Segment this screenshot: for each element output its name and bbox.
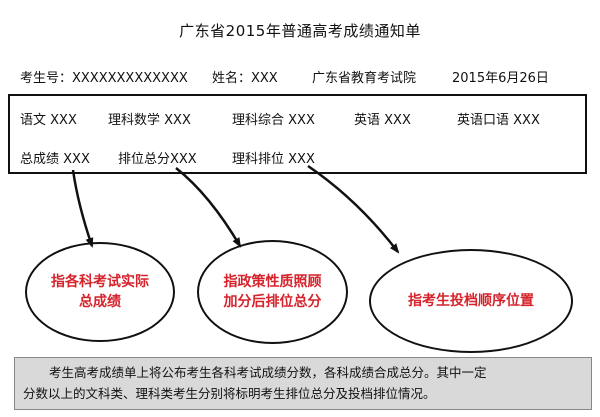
score-box: 语文 XXX 理科数学 XXX 理科综合 XXX 英语 XXX 英语口语 XXX… [8, 94, 587, 174]
score-rank-total: 排位总分XXX [118, 152, 197, 167]
arrow-science-rank [307, 164, 400, 254]
score-total: 总成绩 XXX [20, 152, 90, 167]
callout-science-rank: 指考生投档顺序位置 [369, 249, 573, 353]
footer-note: 考生高考成绩单上将公布考生各科考试成绩分数，各科成绩合成总分。其中一定 分数以上… [14, 357, 592, 410]
callout-science-rank-line1: 指考生投档顺序位置 [408, 293, 534, 309]
arrow-rank-total [175, 167, 242, 248]
callout-total-score-line2: 总成绩 [79, 294, 121, 310]
callout-rank-total: 指政策性质照顾 加分后排位总分 [197, 240, 348, 344]
arrow-total-score [71, 169, 94, 248]
issue-date: 2015年6月26日 [452, 71, 549, 86]
callout-total-score-line1: 指各科考试实际 [51, 274, 149, 290]
score-math: 理科数学 XXX [108, 113, 191, 128]
footer-line1: 考生高考成绩单上将公布考生各科考试成绩分数，各科成绩合成总分。其中一定 [49, 365, 487, 380]
score-english-oral: 英语口语 XXX [457, 113, 540, 128]
callout-rank-total-line2: 加分后排位总分 [223, 294, 322, 310]
page-title: 广东省2015年普通高考成绩通知单 [179, 22, 421, 40]
callout-total-score: 指各科考试实际 总成绩 [25, 242, 175, 342]
exam-number: 考生号：XXXXXXXXXXXXX [20, 71, 188, 86]
score-english: 英语 XXX [354, 113, 411, 128]
issuing-organization: 广东省教育考试院 [312, 71, 417, 86]
score-science: 理科综合 XXX [232, 113, 315, 128]
score-chinese: 语文 XXX [20, 113, 77, 128]
student-name: 姓名：XXX [212, 71, 278, 86]
score-science-rank: 理科排位 XXX [232, 152, 315, 167]
callout-rank-total-line1: 指政策性质照顾 [223, 274, 322, 290]
footer-line2: 分数以上的文科类、理科类考生分别将标明考生排位总分及投档排位情况。 [23, 386, 436, 401]
